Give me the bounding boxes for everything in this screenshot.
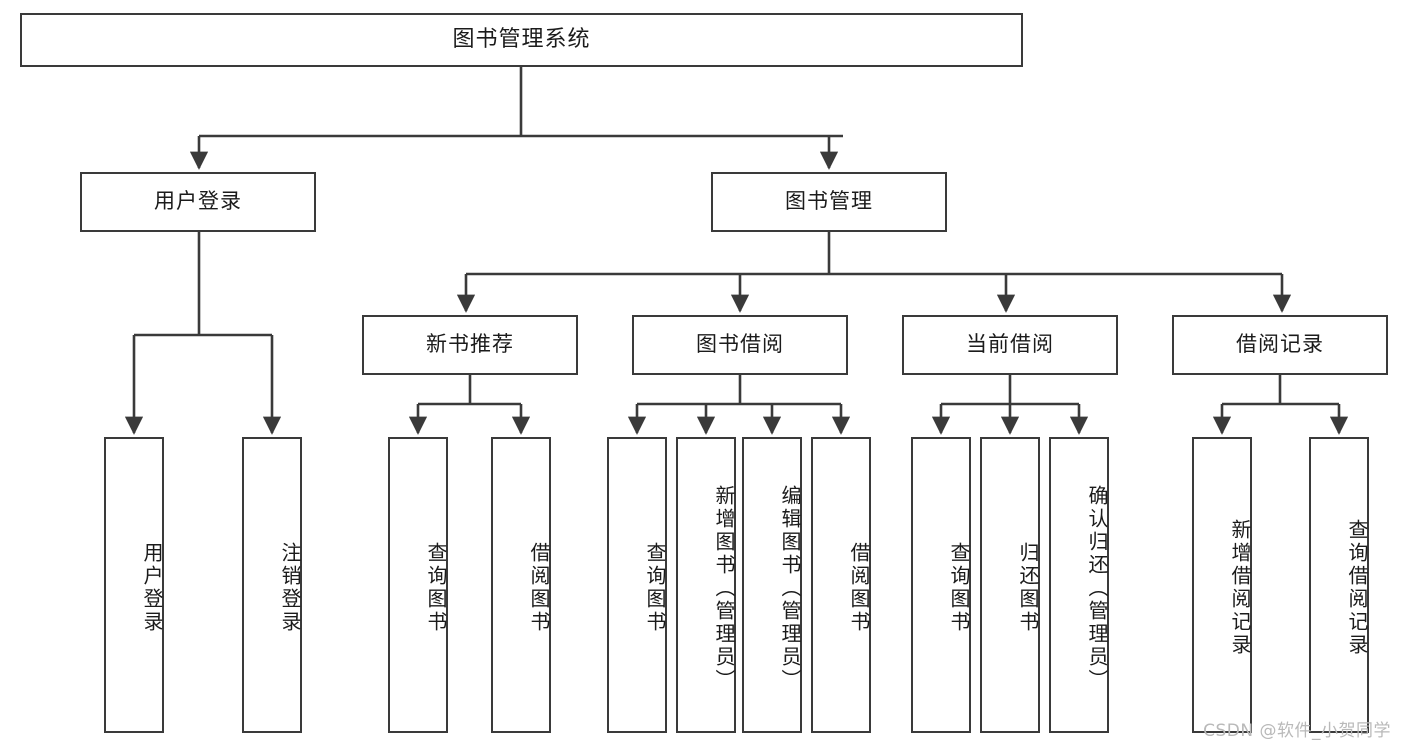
leaf-new-book-query[interactable]: 查询图书 (388, 437, 448, 733)
leaf-book-borrow-query[interactable]: 查询图书 (607, 437, 667, 733)
node-current-borrow[interactable]: 当前借阅 (902, 315, 1118, 375)
leaf-book-borrow-borrow[interactable]: 借阅图书 (811, 437, 871, 733)
node-book-borrow[interactable]: 图书借阅 (632, 315, 848, 375)
node-label: 查询借阅记录 (1345, 519, 1369, 657)
node-label: 借阅图书 (527, 542, 551, 634)
leaf-current-borrow-confirm-return[interactable]: 确认归还（管理员） (1049, 437, 1109, 733)
node-label: 归还图书 (1016, 542, 1040, 634)
node-root-system[interactable]: 图书管理系统 (20, 13, 1023, 67)
node-label: 查询图书 (947, 542, 971, 634)
node-label: 图书管理 (785, 189, 873, 214)
leaf-new-book-borrow[interactable]: 借阅图书 (491, 437, 551, 733)
node-label: 查询图书 (643, 542, 667, 634)
node-label: 用户登录 (154, 189, 242, 214)
node-book-management[interactable]: 图书管理 (711, 172, 947, 232)
leaf-borrow-record-add[interactable]: 新增借阅记录 (1192, 437, 1252, 733)
node-label: 新增图书（管理员） (712, 484, 736, 692)
node-label: 图书管理系统 (452, 26, 591, 52)
node-label: 确认归还（管理员） (1085, 484, 1109, 692)
leaf-user-login-login[interactable]: 用户登录 (104, 437, 164, 733)
node-label: 图书借阅 (696, 332, 784, 357)
leaf-book-borrow-add[interactable]: 新增图书（管理员） (676, 437, 736, 733)
leaf-user-login-logout[interactable]: 注销登录 (242, 437, 302, 733)
leaf-borrow-record-query[interactable]: 查询借阅记录 (1309, 437, 1369, 733)
leaf-book-borrow-edit[interactable]: 编辑图书（管理员） (742, 437, 802, 733)
node-label: 借阅图书 (847, 542, 871, 634)
node-borrow-record[interactable]: 借阅记录 (1172, 315, 1388, 375)
node-new-book-recommend[interactable]: 新书推荐 (362, 315, 578, 375)
node-label: 当前借阅 (966, 332, 1054, 357)
node-label: 新书推荐 (426, 332, 514, 357)
watermark: CSDN @软件_小贺同学 (1203, 721, 1391, 741)
node-label: 查询图书 (424, 542, 448, 634)
node-label: 编辑图书（管理员） (778, 484, 802, 692)
node-user-login[interactable]: 用户登录 (80, 172, 316, 232)
leaf-current-borrow-return[interactable]: 归还图书 (980, 437, 1040, 733)
node-label: 借阅记录 (1236, 332, 1324, 357)
node-label: 用户登录 (140, 542, 164, 634)
node-label: 注销登录 (278, 542, 302, 634)
leaf-current-borrow-query[interactable]: 查询图书 (911, 437, 971, 733)
node-label: 新增借阅记录 (1228, 519, 1252, 657)
